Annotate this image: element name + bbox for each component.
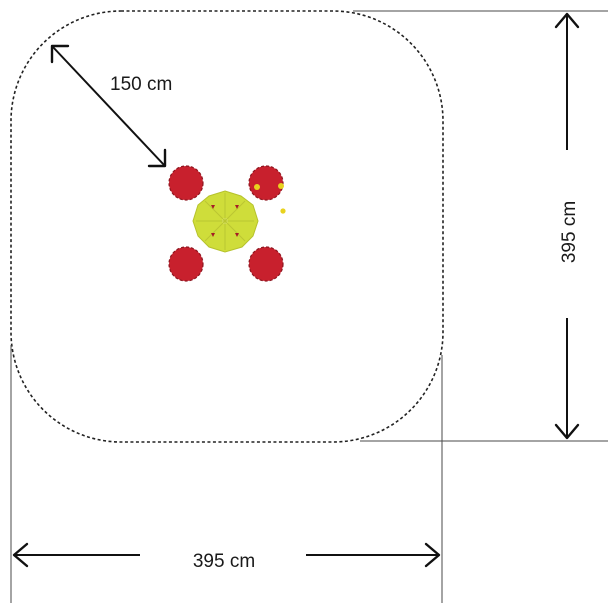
clearance-dimension-arrow (50, 44, 167, 168)
height-dimension-arrow (554, 12, 580, 440)
post-bottom-left (168, 246, 204, 282)
post-bottom-right (248, 246, 284, 282)
width-dimension-label: 395 cm (193, 551, 255, 572)
canopy-bolts (211, 205, 239, 237)
post-top-right (248, 165, 284, 201)
width-dimension-arrow (12, 542, 441, 568)
safety-zone-boundary (10, 10, 444, 443)
canopy-ribs (196, 193, 254, 250)
yellow-accent-dots (254, 183, 286, 214)
post-top-left (168, 165, 204, 201)
clearance-dimension-label: 150 cm (110, 74, 172, 95)
height-dimension-label: 395 cm (559, 201, 580, 263)
play-equipment-top-view (168, 165, 286, 282)
